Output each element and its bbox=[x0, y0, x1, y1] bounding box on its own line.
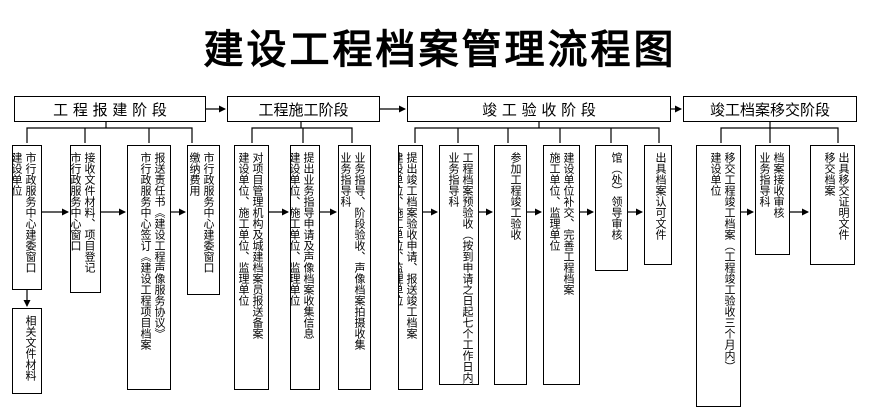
step-box-archive-review: 档案接收审核 业务指导科 bbox=[755, 145, 790, 255]
page-title: 建设工程档案管理流程图 bbox=[203, 27, 677, 73]
step-box-supplement-archives: 建设单位补交、完善工程档案 施工单位、监理单位 bbox=[543, 145, 580, 385]
step-text: 建设单位补交、完善工程档案 施工单位、监理单位 bbox=[548, 152, 575, 295]
step-text: 市行政服务中心建委窗口 缴纳费用 bbox=[188, 152, 215, 273]
phase-label: 工程施工阶段 bbox=[258, 100, 349, 119]
step-box-window-submit: 市行政服务中心建委窗口 建设单位 bbox=[12, 145, 42, 290]
step-box-pre-acceptance: 工程档案预验收（按到申请之日起七个工作日内） 业务指导科 bbox=[439, 145, 479, 385]
step-box-pay-fees: 市行政服务中心建委窗口 缴纳费用 bbox=[187, 145, 220, 295]
step-text: 提出业务指导申请及声像档案收集信息 建设单位、施工单位、监理单位 bbox=[290, 152, 315, 339]
step-text: 出具档案认可文件 bbox=[654, 152, 667, 240]
step-box-project-filing: 对项目管理机构及城建档案员报送备案 建设单位、施工单位、监理单位 bbox=[234, 145, 269, 390]
step-box-acceptance-request: 提出竣工档案验收申请、报送竣工档案 建设单位、施工单位、监理单位 bbox=[398, 145, 423, 390]
step-box-sign-agreement: 报送责任书《建设工程声像服务协议》 市行政服务中心签订《建设工程项目档案 bbox=[127, 145, 171, 390]
step-text: 业务指导、阶段验收、声像档案拍摄收集 业务指导科 bbox=[339, 152, 366, 350]
step-box-transfer-archives: 移交工程竣工档案（工程竣工验收三个月内） 建设单位 bbox=[696, 145, 741, 407]
phase-bracket bbox=[414, 127, 660, 143]
step-text: 移交工程竣工档案（工程竣工验收三个月内） 建设单位 bbox=[709, 152, 736, 372]
phase-bracket bbox=[26, 127, 193, 143]
phase-label: 工 程 报 建 阶 段 bbox=[53, 100, 167, 119]
step-text: 对项目管理机构及城建档案员报送备案 建设单位、施工单位、监理单位 bbox=[237, 152, 264, 339]
phase-bracket bbox=[720, 127, 839, 143]
phase-archive-transfer: 竣工档案移交阶段 bbox=[683, 96, 857, 122]
step-box-receive-register: 接收文件材料、项目登记 市行政服务中心窗口 bbox=[70, 145, 101, 293]
step-text: 提出竣工档案验收申请、报送竣工档案 建设单位、施工单位、监理单位 bbox=[398, 152, 418, 339]
step-text: 馆（处）领导审核 bbox=[610, 152, 623, 240]
step-box-completion-acceptance: 参加工程竣工验收 bbox=[494, 145, 527, 385]
step-text: 工程档案预验收（按到申请之日起七个工作日内） 业务指导科 bbox=[447, 152, 474, 385]
step-box-guidance-request: 提出业务指导申请及声像档案收集信息 建设单位、施工单位、监理单位 bbox=[290, 145, 320, 390]
step-text: 参加工程竣工验收 bbox=[509, 152, 522, 240]
step-text: 市行政服务中心建委窗口 建设单位 bbox=[12, 152, 37, 273]
step-box-leader-review: 馆（处）领导审核 bbox=[595, 145, 628, 271]
phase-acceptance: 竣 工 验 收 阶 段 bbox=[407, 96, 671, 122]
phase-label: 竣工档案移交阶段 bbox=[709, 100, 830, 119]
phase-label: 竣 工 验 收 阶 段 bbox=[482, 100, 596, 119]
step-box-related-docs: 相关文件材料 bbox=[12, 308, 42, 394]
step-box-transfer-certificate: 出具移交证明文件 移交档案 bbox=[810, 145, 855, 265]
phase-report-construction: 工 程 报 建 阶 段 bbox=[14, 96, 206, 122]
step-text: 相关文件材料 bbox=[24, 315, 37, 381]
step-text: 接收文件材料、项目登记 市行政服务中心窗口 bbox=[70, 152, 96, 273]
phase-construction: 工程施工阶段 bbox=[227, 96, 380, 122]
step-text: 报送责任书《建设工程声像服务协议》 市行政服务中心签订《建设工程项目档案 bbox=[139, 152, 166, 350]
step-box-guidance-collection: 业务指导、阶段验收、声像档案拍摄收集 业务指导科 bbox=[338, 145, 371, 390]
step-box-approval-document: 出具档案认可文件 bbox=[644, 145, 672, 265]
step-text: 出具移交证明文件 移交档案 bbox=[823, 152, 850, 240]
step-text: 档案接收审核 业务指导科 bbox=[758, 152, 785, 218]
phase-bracket bbox=[251, 127, 353, 143]
